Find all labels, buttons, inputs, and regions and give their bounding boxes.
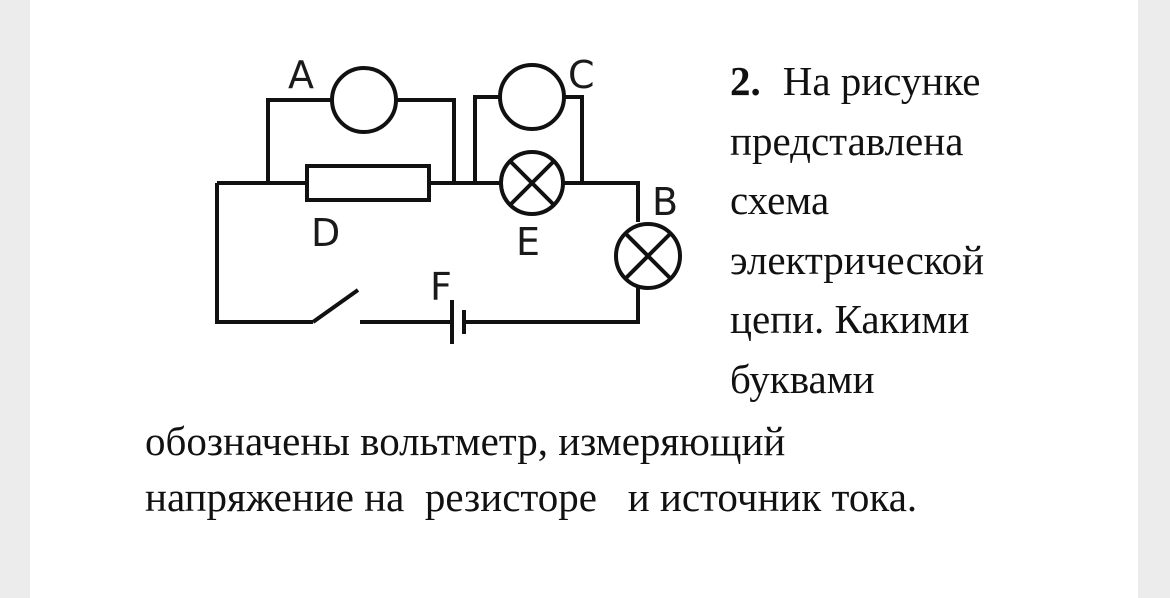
meter-c-right-wire [564,95,584,183]
lamp-e-cross-2 [508,159,556,207]
meter-c-left-wire [473,95,500,183]
meter-a-right-wire [396,98,456,183]
switch-blade [311,288,360,324]
question-line: буквами [730,355,875,402]
meter-c [498,63,566,131]
question-text-bottom: обозначены вольтметр, измеряющий напряже… [145,413,1125,525]
question-line: схема [730,177,830,223]
question-line: цепи. Какими [730,296,970,342]
lamp-b-cross-2 [623,231,673,281]
question-line: электрической [730,236,985,283]
question-line: представлена [730,117,964,164]
question-text-side: 2. На рисунке представлена схема электрич… [730,52,1070,409]
resistor-d [305,164,431,202]
label-f: F [430,265,452,309]
label-e: E [516,220,540,264]
question-line-text: На рисунке [782,58,981,104]
meter-a-left-wire [266,98,332,183]
question-line: напряжение на резисторе и источник тока. [145,474,918,520]
page-sheet: A C B D E F 2. На рисунке представлена сх… [30,0,1138,598]
label-b: B [652,180,678,224]
label-a: A [288,53,314,97]
lamp-b [614,222,682,290]
left-wire [215,183,313,324]
question-line: обозначены вольтметр, измеряющий [145,418,786,464]
question-line: 2. На рисунке [730,52,1070,112]
right-wire [582,181,640,222]
label-c: C [568,53,595,97]
question-number: 2. [730,58,761,104]
circuit-diagram: A C B D E F [215,53,682,344]
label-d: D [311,211,340,255]
meter-a [330,66,398,134]
bottom-right-wire [464,287,640,324]
